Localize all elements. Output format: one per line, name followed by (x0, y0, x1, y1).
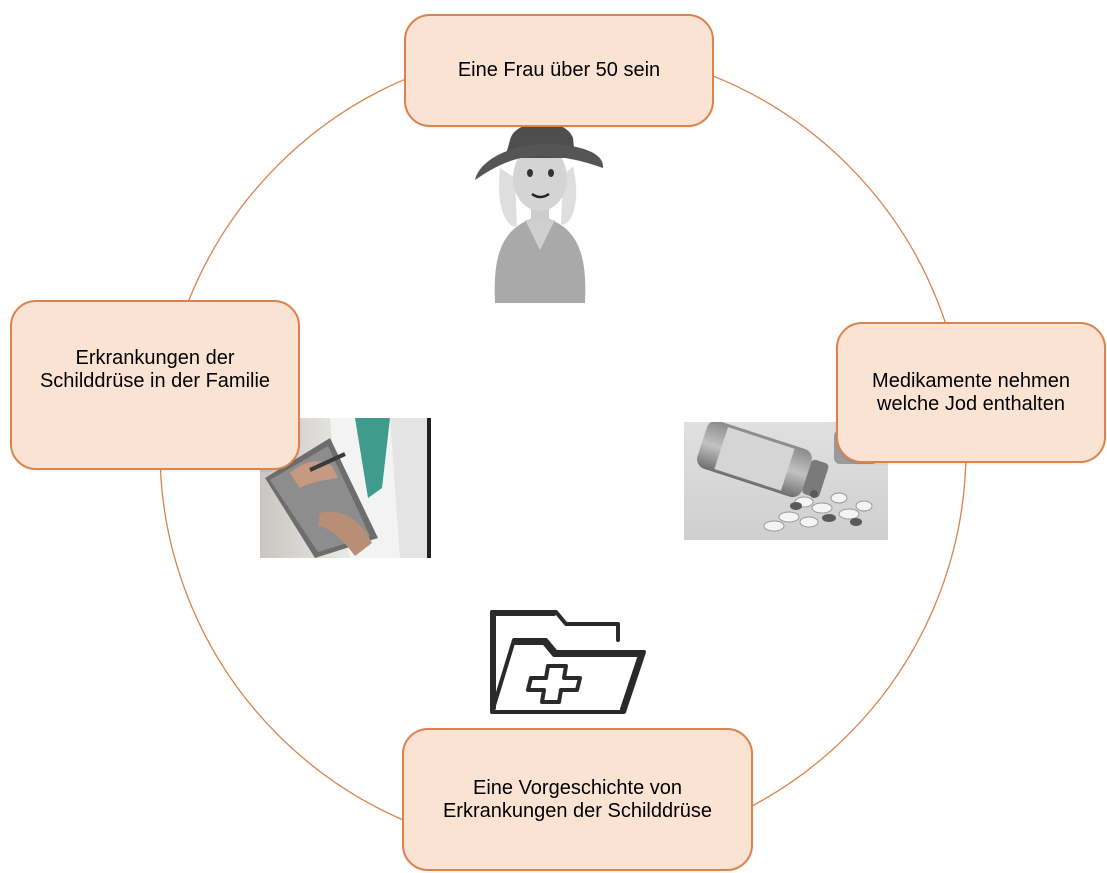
node-label: Erkrankungen der Schilddrüse in der Fami… (39, 347, 271, 392)
node-vorgeschichte-schilddruese: Eine Vorgeschichte von Erkrankungen der … (402, 728, 753, 871)
node-label: Medikamente nehmen welche Jod enthalten (872, 369, 1070, 415)
woman-illustration (475, 122, 604, 303)
node-familie-schilddruese: Erkrankungen der Schilddrüse in der Fami… (10, 300, 300, 470)
node-medikamente-jod: Medikamente nehmen welche Jod enthalten (836, 322, 1106, 463)
medical-folder-icon (490, 610, 646, 714)
node-label: Eine Vorgeschichte von Erkrankungen der … (442, 776, 713, 822)
doctor-clipboard-photo (260, 418, 431, 558)
node-frau-ueber-50: Eine Frau über 50 sein (404, 14, 714, 127)
node-label: Eine Frau über 50 sein (457, 59, 661, 81)
